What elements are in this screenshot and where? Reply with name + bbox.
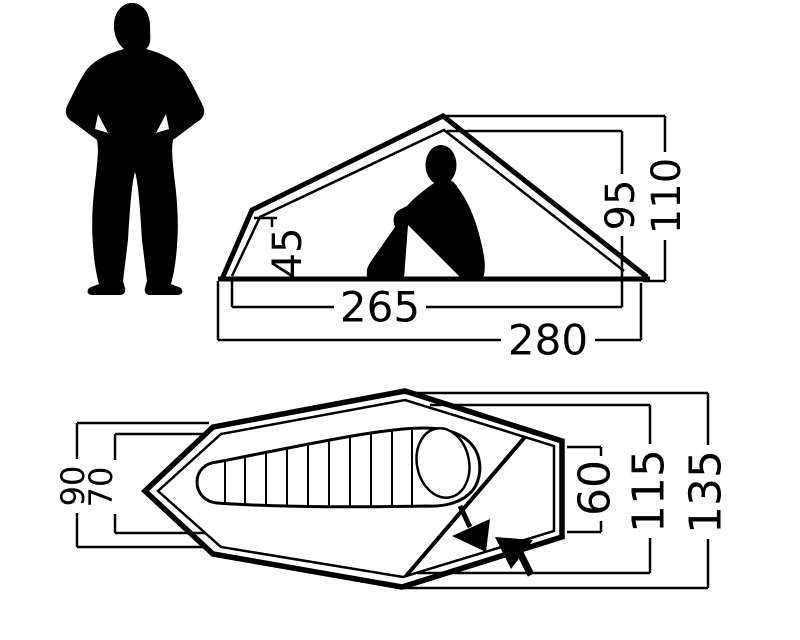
dimension-label-115: 115 [624, 449, 675, 533]
door-arrow-right-head [495, 537, 533, 569]
dimension-label-110: 110 [644, 158, 690, 234]
side-outer-profile [219, 113, 649, 280]
door-divider-line [404, 435, 527, 578]
dimension-265: 265 [230, 277, 622, 332]
sleeping-bag-body [195, 426, 482, 509]
door-zipper-arrows [452, 504, 535, 577]
person-body [65, 3, 205, 295]
dimension-110: 110 [643, 116, 690, 283]
top-inner-outline [156, 398, 556, 579]
door-arrow-left-shaft [457, 504, 473, 529]
sleeping-bag-baffles [224, 428, 413, 507]
dimension-label-45: 45 [265, 228, 311, 279]
tent-side-view: 45 95 110 265 280 [216, 113, 690, 365]
dimension-label-70: 70 [82, 467, 120, 508]
side-inner-profile [230, 128, 625, 277]
dimension-label-135: 135 [681, 450, 732, 534]
dimension-label-95: 95 [598, 180, 644, 231]
dimension-95: 95 [598, 131, 644, 307]
sitting-person-head [425, 145, 457, 185]
tent-top-view: 90 70 60 115 [54, 388, 732, 590]
dimension-280: 280 [216, 281, 643, 365]
dimension-90: 90 [54, 421, 209, 549]
sleeping-bag-outline [195, 426, 482, 509]
dimension-135: 135 [403, 391, 732, 590]
door-arrow-left-head [452, 519, 490, 552]
dimension-label-280: 280 [508, 316, 588, 365]
person-right-arm-notch [156, 114, 169, 133]
dimension-label-60: 60 [570, 460, 621, 516]
sitting-person-body [366, 179, 485, 278]
door-arrow-right-shaft [515, 549, 535, 577]
sitting-person-silhouette [366, 145, 485, 279]
dimension-45: 45 [254, 216, 311, 279]
sleeping-bag-hood [415, 427, 471, 499]
dimension-label-265: 265 [340, 283, 420, 332]
sitting-person-leg-notch [404, 225, 462, 279]
dimension-label-90: 90 [54, 466, 92, 507]
person-left-arm-notch [95, 114, 108, 133]
dimension-115: 115 [417, 403, 675, 575]
standing-person-silhouette [65, 3, 205, 295]
dimension-60: 60 [567, 445, 621, 534]
dimension-70: 70 [82, 432, 208, 535]
